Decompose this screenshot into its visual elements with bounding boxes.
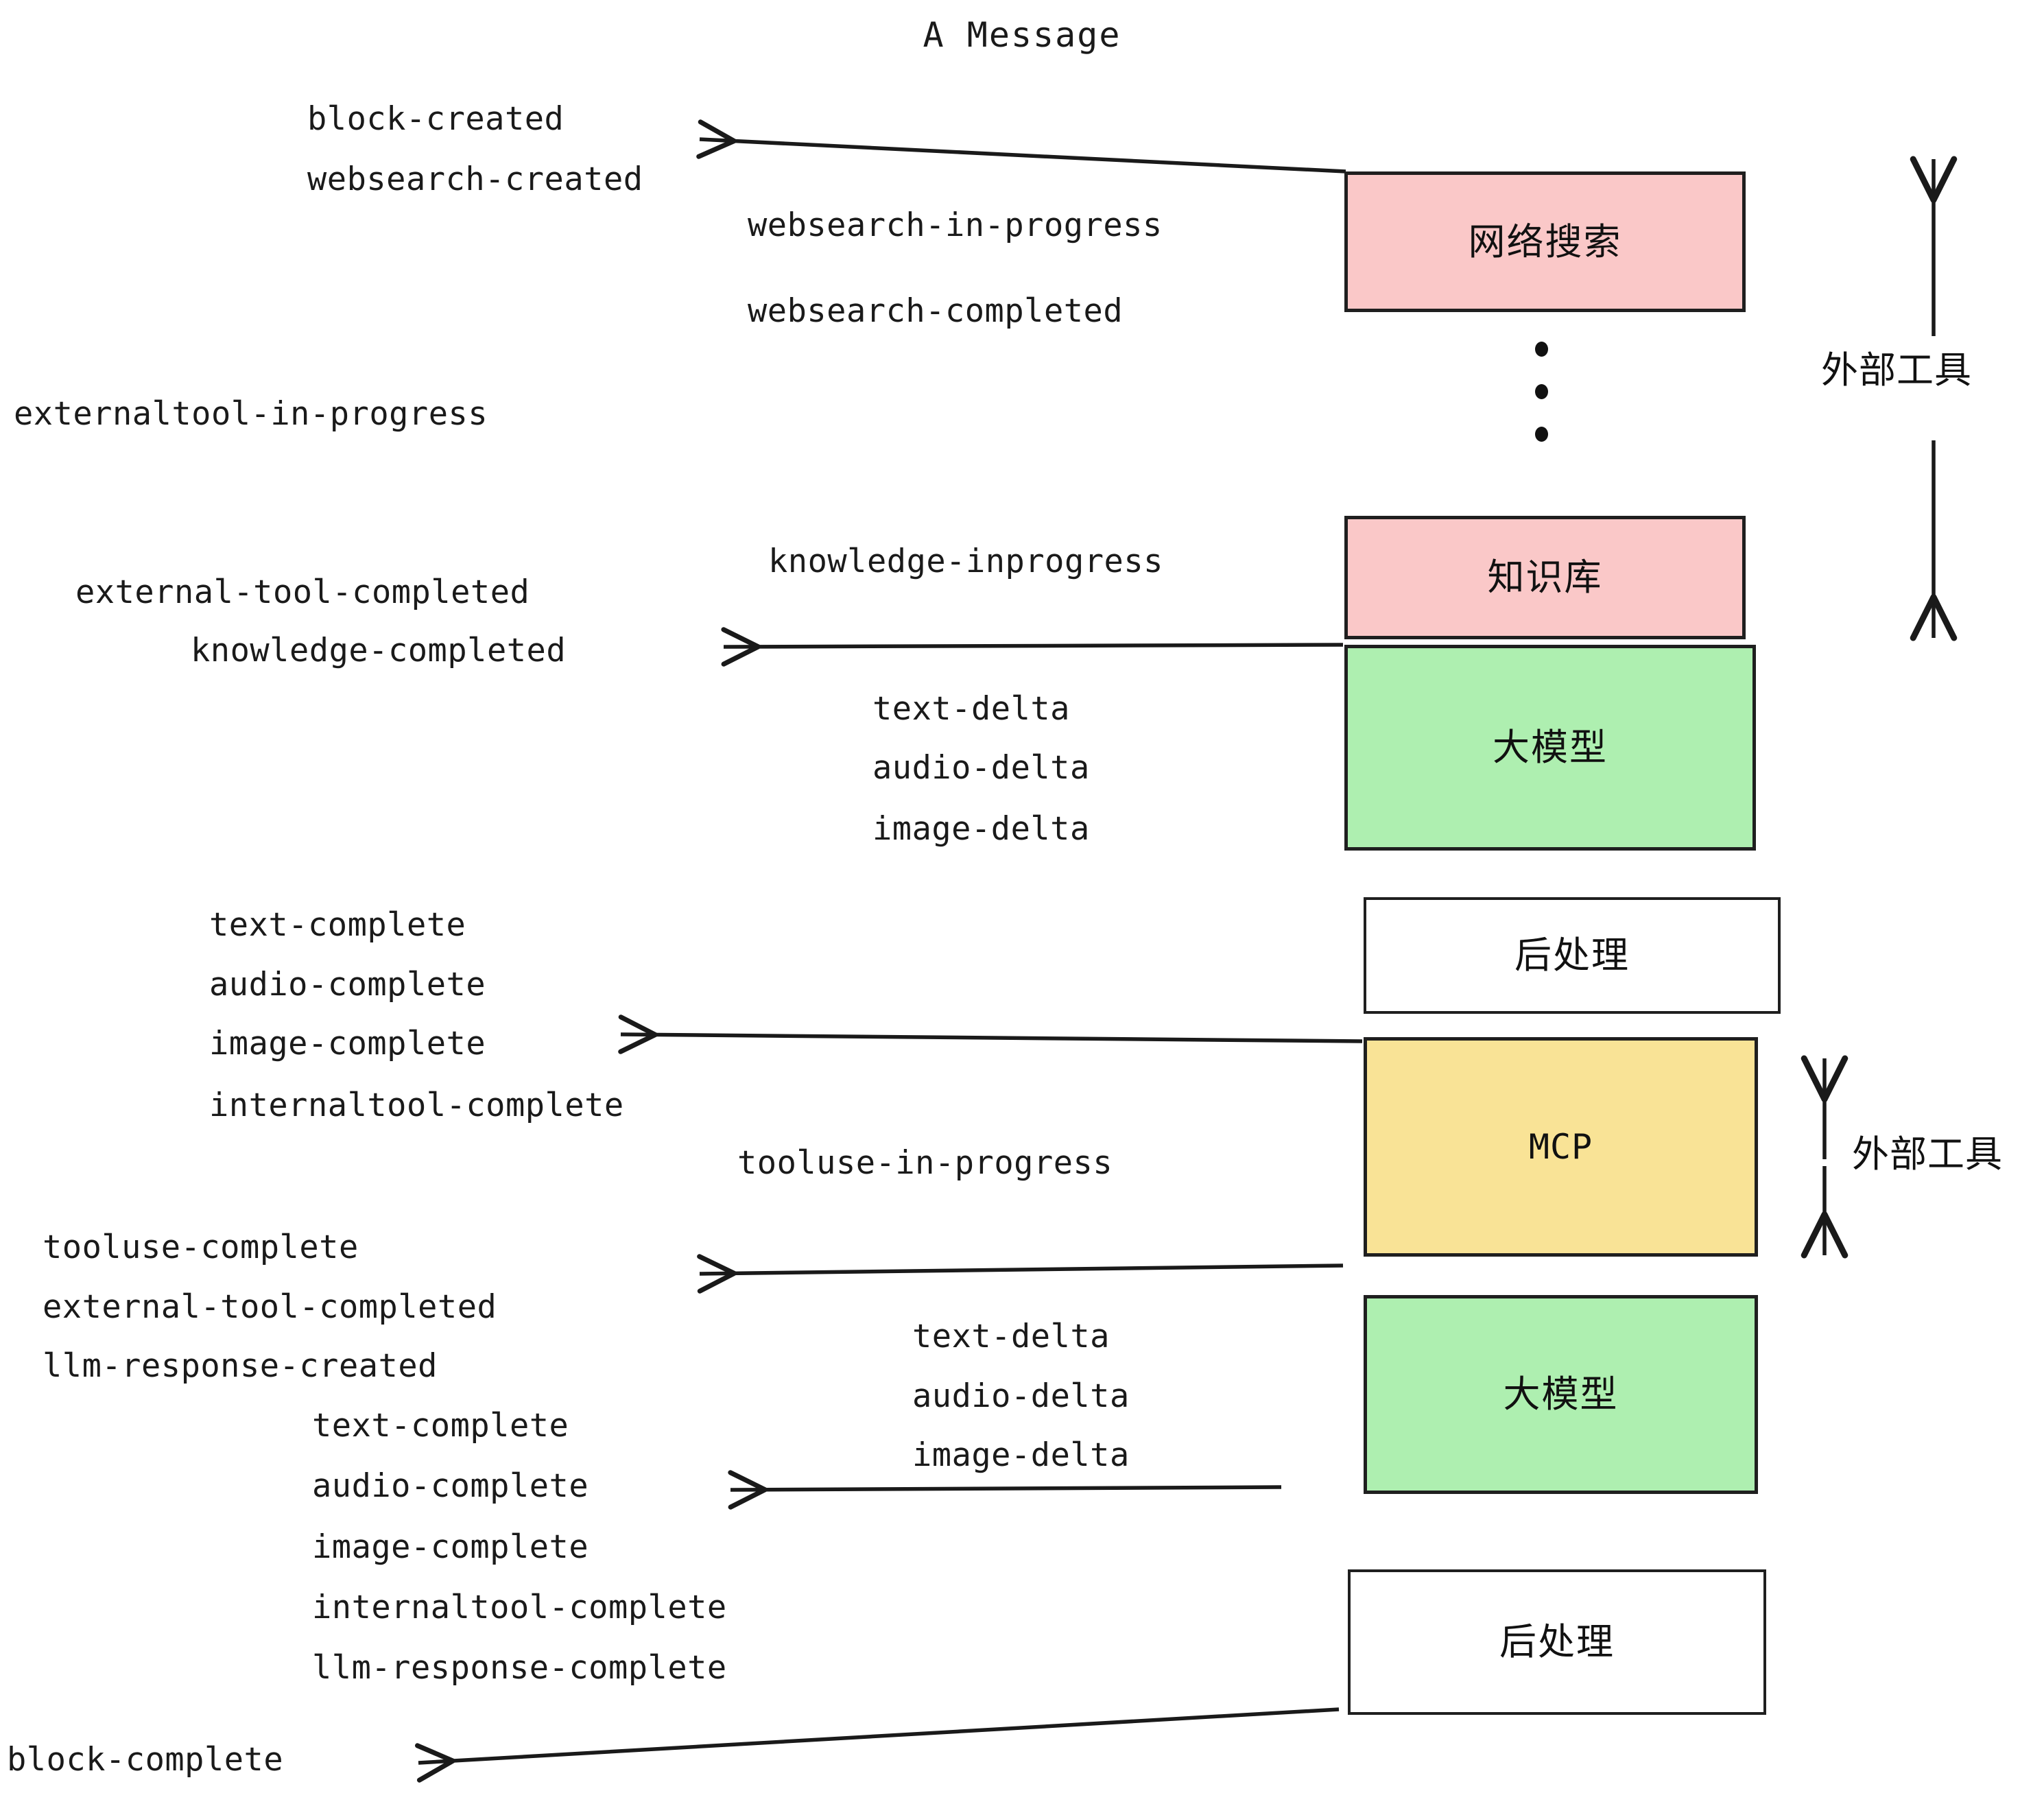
event-label: audio-delta xyxy=(912,1377,1130,1415)
event-image-complete-1: image-complete xyxy=(209,1028,486,1060)
event-label: external-tool-completed xyxy=(75,573,530,611)
event-tooluse-in-progress: tooluse-in-progress xyxy=(737,1147,1113,1179)
event-label: tooluse-complete xyxy=(43,1229,359,1266)
event-label: websearch-in-progress xyxy=(748,206,1163,244)
dot xyxy=(1535,427,1548,442)
event-label: text-complete xyxy=(312,1407,569,1445)
event-knowledge-completed: knowledge-completed xyxy=(191,634,566,667)
event-label: external-tool-completed xyxy=(43,1288,497,1326)
arrow-postprocess1-to-complete xyxy=(618,1014,1363,1054)
event-internaltool-complete-2: internaltool-complete xyxy=(312,1591,727,1624)
arrow-llm2-to-audio-complete xyxy=(728,1470,1282,1510)
event-llm-response-created: llm-response-created xyxy=(43,1350,438,1382)
event-websearch-created: websearch-created xyxy=(307,163,643,195)
event-block-created: block-created xyxy=(307,103,564,135)
arrow-knowledge-to-completed xyxy=(721,627,1344,667)
box-websearch[interactable]: 网络搜索 xyxy=(1344,171,1746,312)
arrow-postprocess2-to-block-complete xyxy=(415,1707,1340,1783)
event-label: audio-complete xyxy=(209,966,486,1004)
event-image-delta-1: image-delta xyxy=(872,813,1090,845)
event-label: tooluse-in-progress xyxy=(737,1144,1113,1182)
ellipsis-dots xyxy=(1535,342,1552,469)
event-label: block-created xyxy=(307,100,565,138)
event-label: internaltool-complete xyxy=(209,1087,624,1124)
arrow-mcp-to-tooluse-complete xyxy=(697,1254,1344,1294)
event-audio-delta-2: audio-delta xyxy=(912,1380,1130,1412)
box-postprocess-2-label: 后处理 xyxy=(1499,1620,1615,1663)
event-label: websearch-completed xyxy=(748,292,1124,330)
event-externaltool-in-progress: externaltool-in-progress xyxy=(14,398,488,430)
event-block-complete: block-complete xyxy=(7,1744,283,1776)
box-postprocess-2[interactable]: 后处理 xyxy=(1348,1569,1766,1715)
side-label-external-tool-lower-text: 外部工具 xyxy=(1852,1132,2003,1176)
event-label: block-complete xyxy=(7,1741,284,1779)
event-label: text-complete xyxy=(209,906,466,944)
side-label-external-tool-upper-text: 外部工具 xyxy=(1821,348,1972,392)
event-label: llm-response-created xyxy=(43,1347,438,1385)
box-websearch-label: 网络搜索 xyxy=(1468,219,1622,263)
box-postprocess-1[interactable]: 后处理 xyxy=(1364,897,1781,1014)
event-audio-complete-1: audio-complete xyxy=(209,969,486,1001)
box-llm-1[interactable]: 大模型 xyxy=(1344,645,1756,851)
event-label: externaltool-in-progress xyxy=(14,395,488,433)
event-websearch-in-progress: websearch-in-progress xyxy=(748,209,1163,241)
side-label-external-tool-lower: 外部工具 xyxy=(1852,1124,2003,1178)
event-image-delta-2: image-delta xyxy=(912,1439,1130,1471)
event-text-complete-2: text-complete xyxy=(312,1410,569,1442)
event-label: text-delta xyxy=(912,1318,1110,1355)
event-external-tool-completed-2: external-tool-completed xyxy=(43,1291,497,1323)
event-label: image-complete xyxy=(209,1025,486,1063)
event-label: llm-response-complete xyxy=(312,1649,727,1687)
page-title: A Message xyxy=(923,15,1121,55)
box-mcp[interactable]: MCP xyxy=(1364,1037,1758,1257)
box-llm-2-label: 大模型 xyxy=(1503,1373,1619,1416)
event-tooluse-complete: tooluse-complete xyxy=(43,1231,359,1263)
box-postprocess-1-label: 后处理 xyxy=(1514,934,1630,977)
box-knowledge[interactable]: 知识库 xyxy=(1344,516,1746,639)
event-audio-complete-2: audio-complete xyxy=(312,1470,589,1502)
event-internaltool-complete-1: internaltool-complete xyxy=(209,1089,624,1121)
event-label: image-complete xyxy=(312,1528,589,1566)
event-llm-response-complete: llm-response-complete xyxy=(312,1652,727,1684)
event-label: audio-delta xyxy=(872,749,1090,787)
event-label: knowledge-inprogress xyxy=(768,543,1163,580)
event-label: image-delta xyxy=(872,810,1090,848)
event-image-complete-2: image-complete xyxy=(312,1531,589,1563)
box-mcp-label: MCP xyxy=(1528,1127,1593,1167)
event-audio-delta-1: audio-delta xyxy=(872,752,1090,784)
event-label: text-delta xyxy=(872,690,1070,728)
event-text-delta-2: text-delta xyxy=(912,1320,1110,1353)
event-label: websearch-created xyxy=(307,161,643,198)
event-label: audio-complete xyxy=(312,1467,589,1505)
event-external-tool-completed-1: external-tool-completed xyxy=(75,576,530,608)
side-label-external-tool-upper: 外部工具 xyxy=(1821,340,1972,394)
box-llm-2[interactable]: 大模型 xyxy=(1364,1295,1758,1494)
event-text-delta-1: text-delta xyxy=(872,693,1070,725)
event-websearch-completed: websearch-completed xyxy=(748,295,1123,327)
event-knowledge-inprogress: knowledge-inprogress xyxy=(768,545,1163,578)
event-label: internaltool-complete xyxy=(312,1589,727,1626)
dot xyxy=(1535,384,1548,399)
event-label: image-delta xyxy=(912,1436,1130,1474)
box-knowledge-label: 知识库 xyxy=(1487,556,1603,599)
dot xyxy=(1535,342,1548,357)
arrow-websearch-to-block xyxy=(696,119,1346,174)
event-text-complete-1: text-complete xyxy=(209,909,466,941)
box-llm-1-label: 大模型 xyxy=(1493,726,1608,769)
event-label: knowledge-completed xyxy=(191,632,567,669)
